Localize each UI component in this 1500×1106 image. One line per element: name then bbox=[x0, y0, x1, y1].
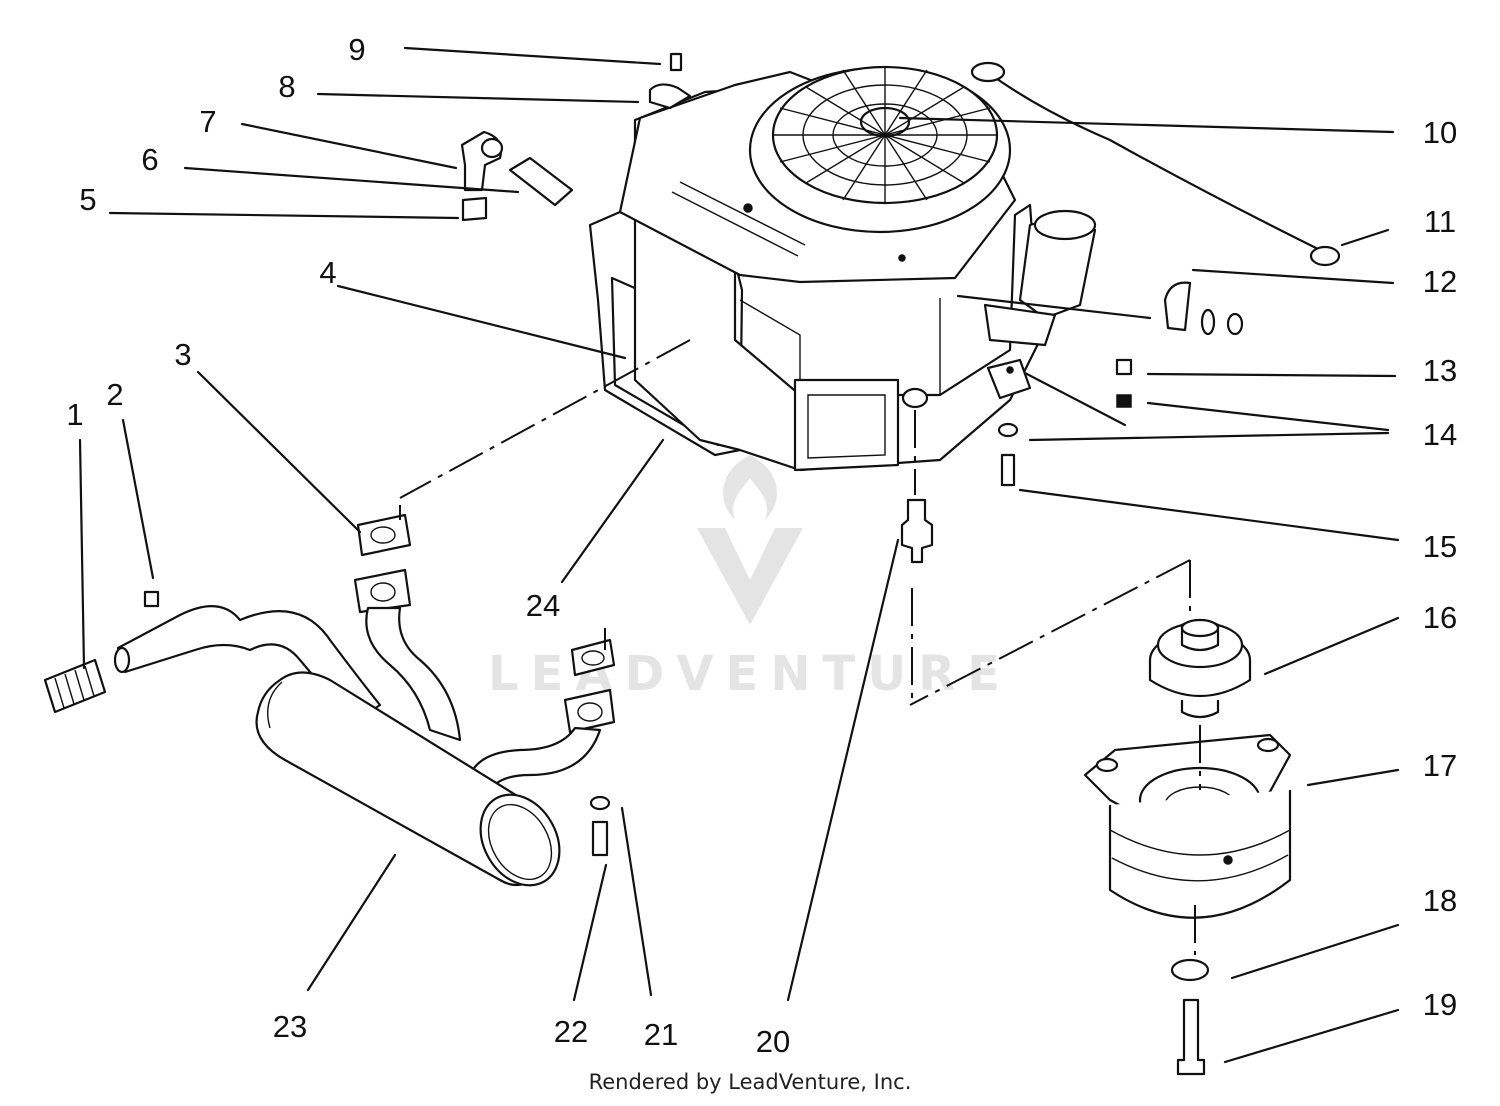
callout-16: 16 bbox=[1423, 600, 1457, 635]
leader-lines bbox=[78, 46, 1400, 1064]
callout-10: 10 bbox=[1423, 115, 1457, 150]
callout-14: 14 bbox=[1423, 417, 1457, 452]
callout-11: 11 bbox=[1424, 204, 1456, 239]
engine bbox=[588, 65, 1097, 472]
footer-credit: Rendered by LeadVenture, Inc. bbox=[588, 1070, 912, 1094]
callout-22: 22 bbox=[554, 1014, 588, 1049]
callout-9: 9 bbox=[348, 32, 365, 67]
callout-8: 8 bbox=[278, 69, 295, 104]
callout-15: 15 bbox=[1423, 529, 1457, 564]
callout-18: 18 bbox=[1423, 883, 1457, 918]
alignment-lines bbox=[399, 339, 1201, 955]
callout-20: 20 bbox=[756, 1024, 790, 1059]
callout-24: 24 bbox=[526, 588, 560, 623]
callout-19: 19 bbox=[1423, 987, 1457, 1022]
callout-6: 6 bbox=[141, 142, 158, 177]
callout-12: 12 bbox=[1423, 264, 1457, 299]
callout-13: 13 bbox=[1423, 353, 1457, 388]
callout-labels: 1 2 3 4 5 6 7 8 9 10 11 12 13 14 15 16 1… bbox=[66, 32, 1457, 1059]
hardware bbox=[43, 52, 1341, 1076]
callout-17: 17 bbox=[1423, 748, 1457, 783]
watermark: LEADVENTURE bbox=[488, 455, 1012, 702]
callout-4: 4 bbox=[319, 255, 336, 290]
watermark-text: LEADVENTURE bbox=[488, 646, 1012, 702]
clutch-assembly bbox=[1083, 618, 1292, 919]
watermark-logo bbox=[697, 455, 803, 625]
callout-2: 2 bbox=[106, 377, 123, 412]
callout-3: 3 bbox=[174, 337, 191, 372]
callout-1: 1 bbox=[66, 397, 83, 432]
callout-21: 21 bbox=[644, 1017, 678, 1052]
callout-5: 5 bbox=[79, 182, 96, 217]
callout-23: 23 bbox=[273, 1009, 307, 1044]
muffler-assembly bbox=[113, 513, 616, 887]
callout-7: 7 bbox=[199, 104, 216, 139]
